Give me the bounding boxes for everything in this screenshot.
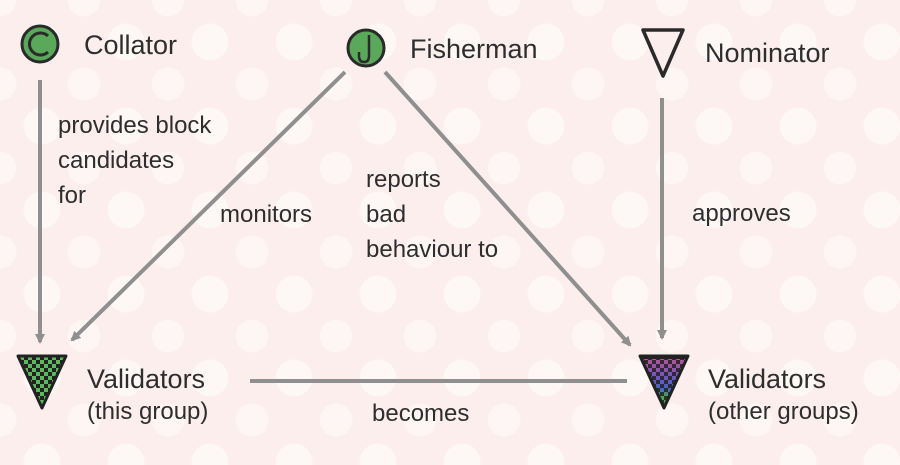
validators-other-title: Validators bbox=[708, 364, 827, 394]
hollow-triangle-icon[interactable] bbox=[641, 28, 685, 78]
edge-label-line: candidates bbox=[58, 147, 175, 174]
edge-label-approves: approves bbox=[692, 196, 791, 231]
validators-other-subtitle: (other groups) bbox=[708, 398, 859, 425]
fish-hook-icon[interactable] bbox=[346, 28, 386, 68]
edge-label-line: behaviour to bbox=[366, 236, 499, 263]
edge-label-line: becomes bbox=[372, 400, 470, 427]
edge-fisherman-reports bbox=[383, 70, 632, 347]
nominator-label: Nominator bbox=[705, 38, 830, 68]
validators-other-groups-label: Validators (other groups) bbox=[708, 362, 859, 428]
edge-label-monitors: monitors bbox=[220, 197, 312, 232]
validators-this-title: Validators bbox=[87, 364, 206, 394]
edge-label-line: provides block bbox=[58, 112, 212, 139]
validators-this-group-label: Validators (this group) bbox=[87, 362, 208, 428]
edge-label-line: for bbox=[58, 182, 87, 209]
edge-label-becomes: becomes bbox=[372, 396, 469, 431]
fisherman-label: Fisherman bbox=[410, 34, 538, 64]
edge-label-reports: reports bad behaviour to bbox=[366, 162, 498, 267]
edge-fisherman-monitors bbox=[70, 70, 347, 342]
green-checkered-triangle-icon[interactable] bbox=[16, 354, 68, 410]
edge-label-line: approves bbox=[692, 200, 791, 227]
collator-label: Collator bbox=[84, 30, 178, 60]
multicolor-checkered-triangle-icon[interactable] bbox=[638, 354, 690, 410]
validators-this-subtitle: (this group) bbox=[87, 398, 209, 425]
collator-icon[interactable] bbox=[20, 24, 60, 64]
edge-label-line: reports bbox=[366, 166, 441, 193]
edge-label-line: monitors bbox=[220, 201, 313, 228]
edge-label-line: bad bbox=[366, 201, 407, 228]
edge-label-provides: provides block candidates for bbox=[58, 108, 211, 213]
